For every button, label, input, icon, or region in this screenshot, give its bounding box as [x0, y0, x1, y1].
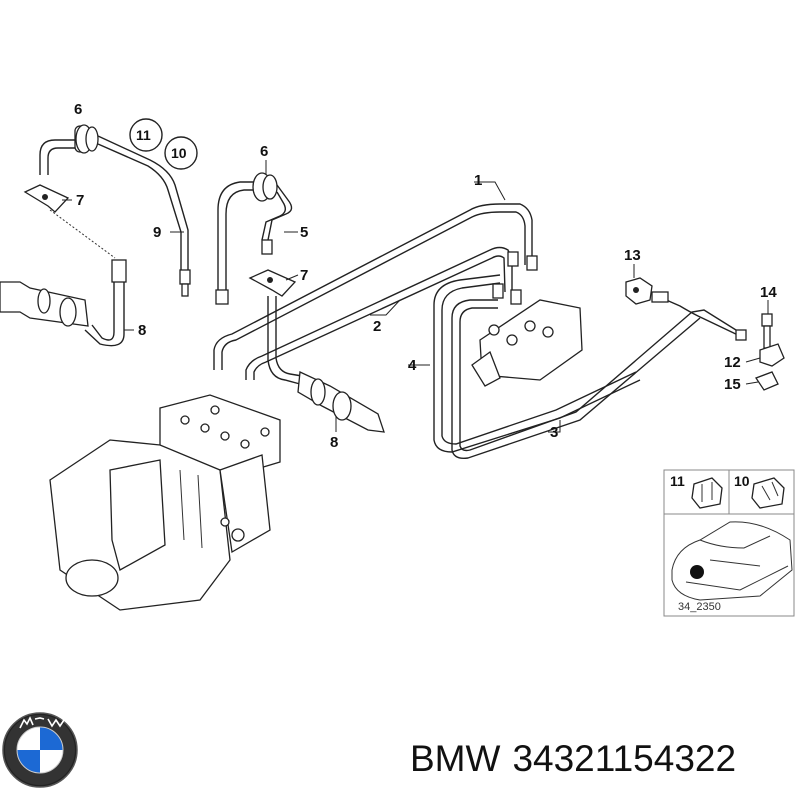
part-label-6-left: 6: [74, 101, 82, 118]
part-label-14: 14: [760, 284, 777, 301]
part-label-7-middle: 7: [300, 267, 308, 284]
clip-11-drawing: [691, 477, 723, 509]
bmw-logo: [2, 712, 78, 788]
pipe-assembly-left: [0, 124, 191, 347]
part-label-1: 1: [474, 172, 482, 189]
part-label-8-left: 8: [138, 322, 146, 339]
part-labels: 1 2 3 4 5 6 6 7 7 8 8 9 12 13 14 15: [74, 101, 777, 451]
part-number: 34321154322: [512, 738, 737, 779]
inset-ref-code: 34_2350: [678, 601, 721, 613]
valve-block: [471, 251, 583, 387]
part-label-12: 12: [724, 354, 741, 371]
part-label-4: 4: [408, 357, 417, 374]
pipe-assembly-middle: [215, 172, 385, 433]
leader-lines: [62, 160, 769, 433]
circled-labels: 11 10: [129, 118, 198, 170]
part-label-5: 5: [300, 224, 308, 241]
circled-label-11: 11: [136, 127, 151, 143]
inset-label-10: 10: [734, 473, 750, 489]
small-parts-right: [625, 277, 785, 391]
location-marker-dot: [690, 565, 704, 579]
inset-label-11: 11: [670, 473, 685, 489]
brake-lines: [213, 203, 741, 460]
brand-part-number-line: BMW 34321154322: [410, 738, 748, 780]
part-label-3: 3: [550, 424, 558, 441]
abs-pump-unit: [49, 394, 281, 611]
car-outline: [671, 521, 793, 601]
inset-panel: 11 10 34_2350: [663, 469, 795, 617]
part-label-13: 13: [624, 247, 641, 264]
part-label-8-middle: 8: [330, 434, 338, 451]
part-label-6-middle: 6: [260, 143, 268, 160]
part-label-9: 9: [153, 224, 161, 241]
circled-label-10: 10: [171, 145, 187, 161]
part-label-15: 15: [724, 376, 741, 393]
clip-10-drawing: [751, 477, 785, 509]
part-label-2: 2: [373, 318, 381, 335]
part-label-7-left: 7: [76, 192, 84, 209]
brand-name: BMW: [410, 738, 501, 779]
